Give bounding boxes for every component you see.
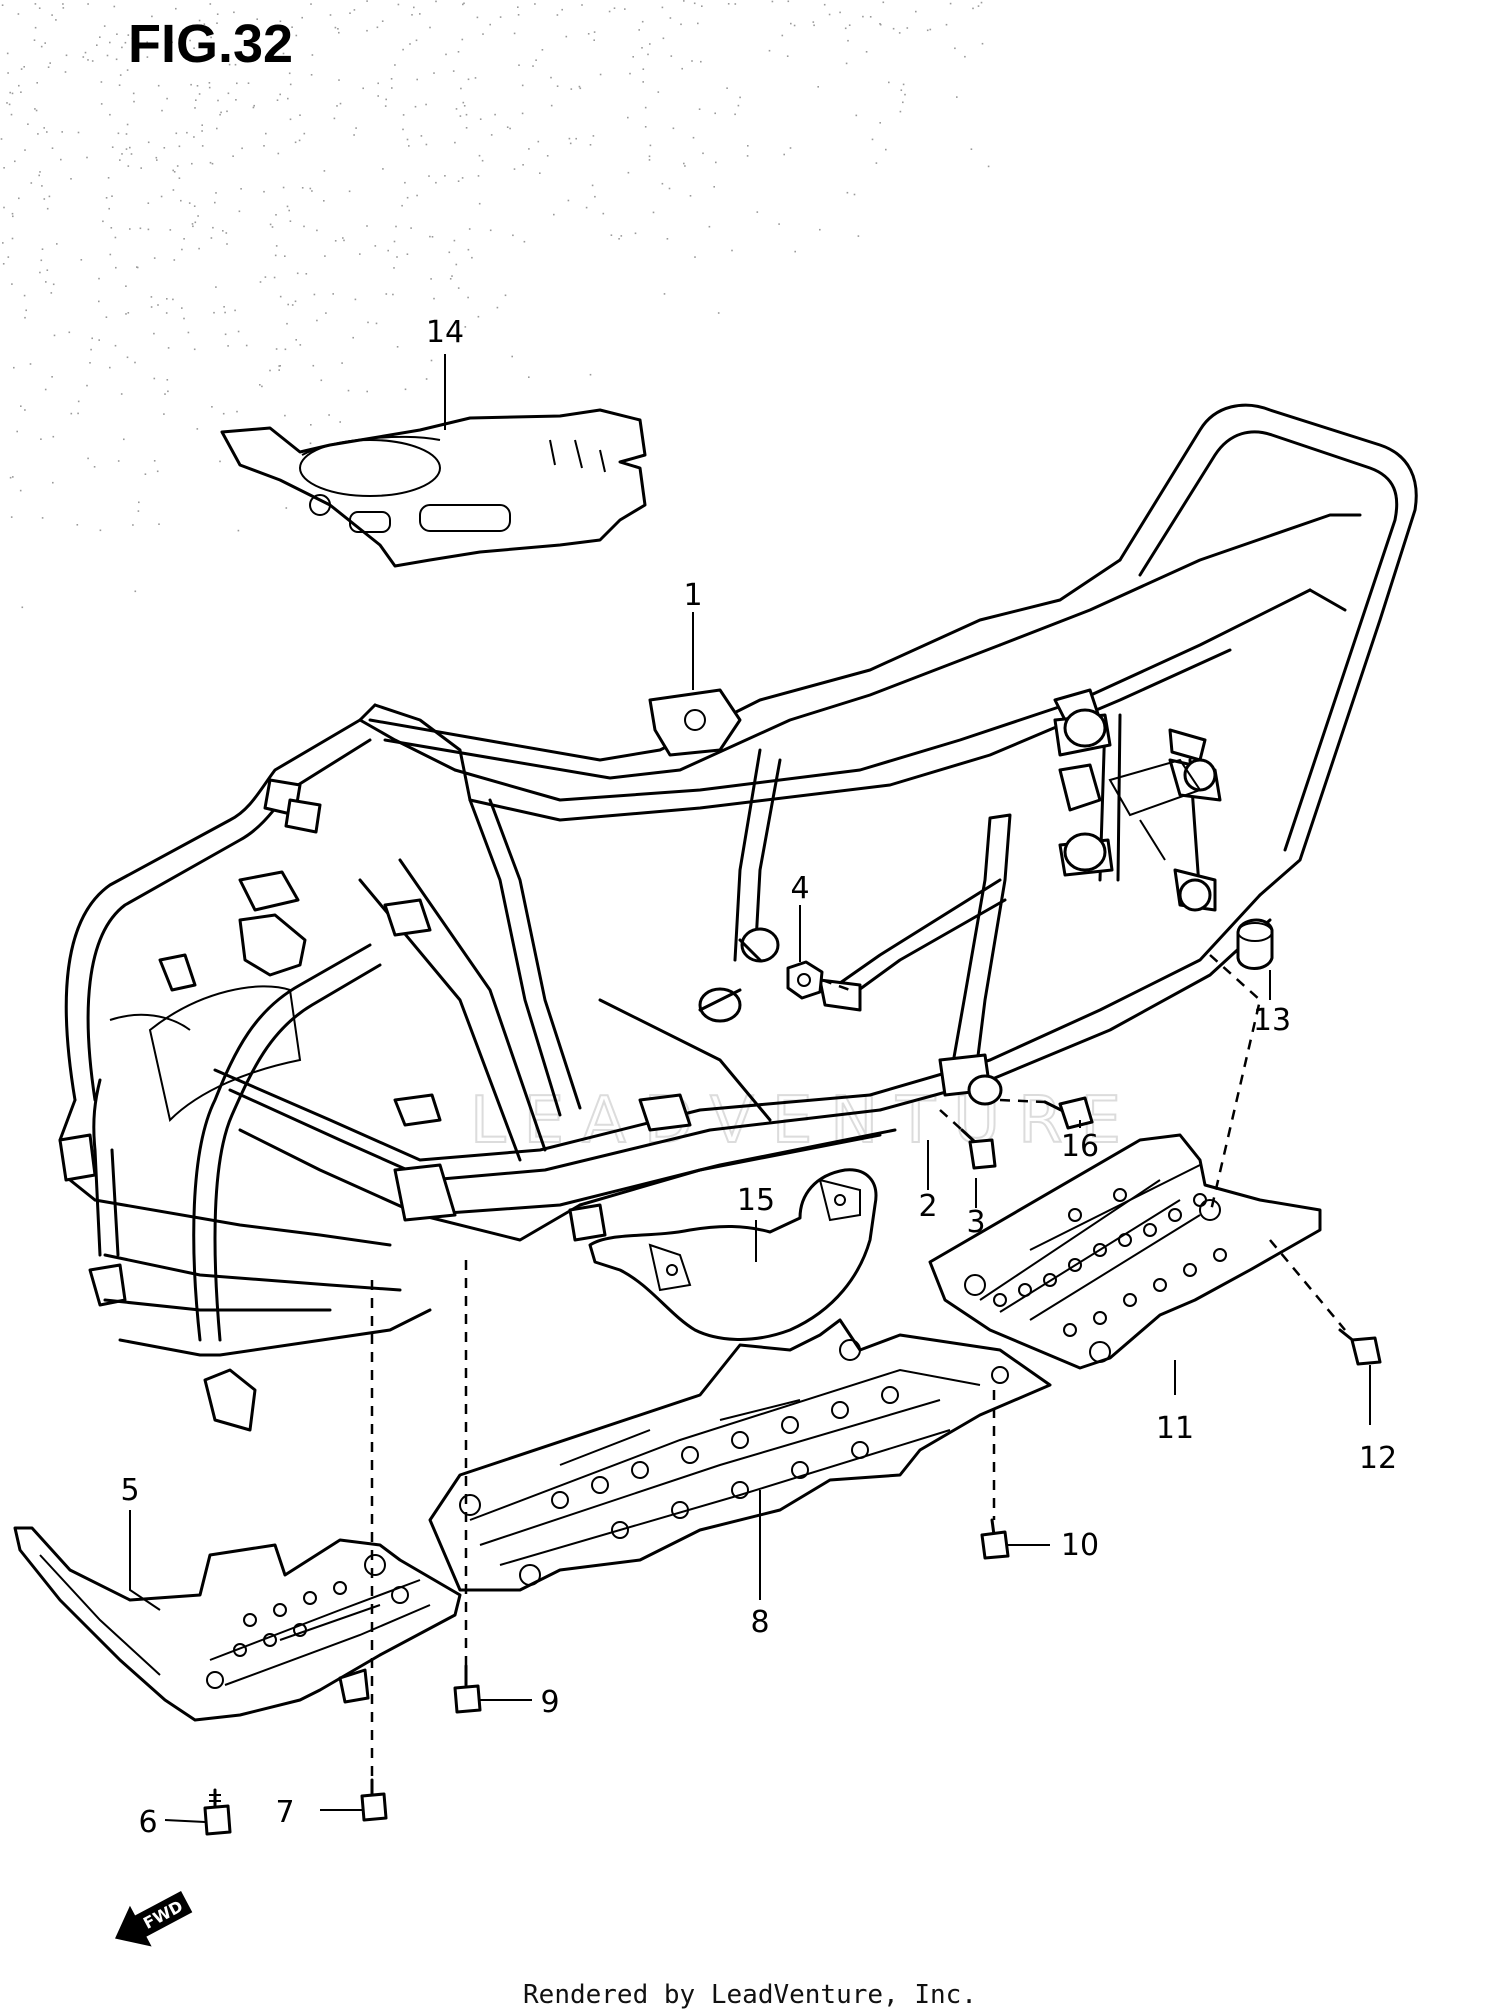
part-9-bolt[interactable] [453,1664,482,1714]
leader-lines [129,354,1371,1823]
part-10-bolt[interactable] [980,1518,1010,1560]
part-11-rear-skid-plate[interactable] [928,1133,1322,1370]
callout-16: 16 [1061,1129,1099,1164]
callout-5: 5 [120,1473,139,1508]
callout-4: 4 [790,871,809,906]
callout-11: 11 [1156,1411,1194,1446]
forward-arrow-icon: FWD [115,1891,193,1947]
part-4-nut[interactable] [786,960,824,1000]
callout-7: 7 [275,1795,294,1830]
engine-mount-bushings [1053,708,1217,912]
callout-2: 2 [918,1189,937,1224]
footer-credit: Rendered by LeadVenture, Inc. [523,1980,977,2010]
figure-title: FIG.32 [128,14,293,74]
part-12-bolt[interactable] [1338,1328,1382,1366]
callout-15: 15 [737,1183,775,1218]
part-13-bushing[interactable] [1236,918,1274,970]
part-5-front-skid-plate[interactable] [13,1526,462,1722]
callout-10: 10 [1061,1528,1099,1563]
part-16-bolt[interactable] [1043,1096,1094,1130]
part-6-bolt[interactable] [203,1788,232,1836]
callout-8: 8 [750,1605,769,1640]
rear-skid-holes [964,1188,1227,1363]
part-14-front-cover[interactable] [220,408,647,568]
front-skid-holes [206,1554,409,1689]
part-15-heat-shield[interactable] [588,1168,878,1341]
part-2-engine-bracket[interactable] [818,813,1012,1106]
part-1-main-frame[interactable] [58,403,1418,1432]
callout-13: 13 [1253,1003,1291,1038]
center-skid-holes [459,1339,1009,1586]
callout-12: 12 [1359,1441,1397,1476]
callout-9: 9 [540,1685,559,1720]
part-3-bolt[interactable] [960,1128,997,1170]
callout-labels: 14 1 4 2 3 16 13 15 11 12 8 10 5 9 7 6 [120,315,1397,1840]
assembly-dashed-lines [370,954,1346,1780]
callout-1: 1 [683,578,702,613]
callout-14: 14 [426,315,464,350]
callout-3: 3 [966,1205,985,1240]
scan-noise-texture [0,0,990,609]
callout-6: 6 [138,1805,157,1840]
part-7-bolt[interactable] [360,1778,388,1822]
part-8-center-skid-plate[interactable] [428,1318,1052,1592]
